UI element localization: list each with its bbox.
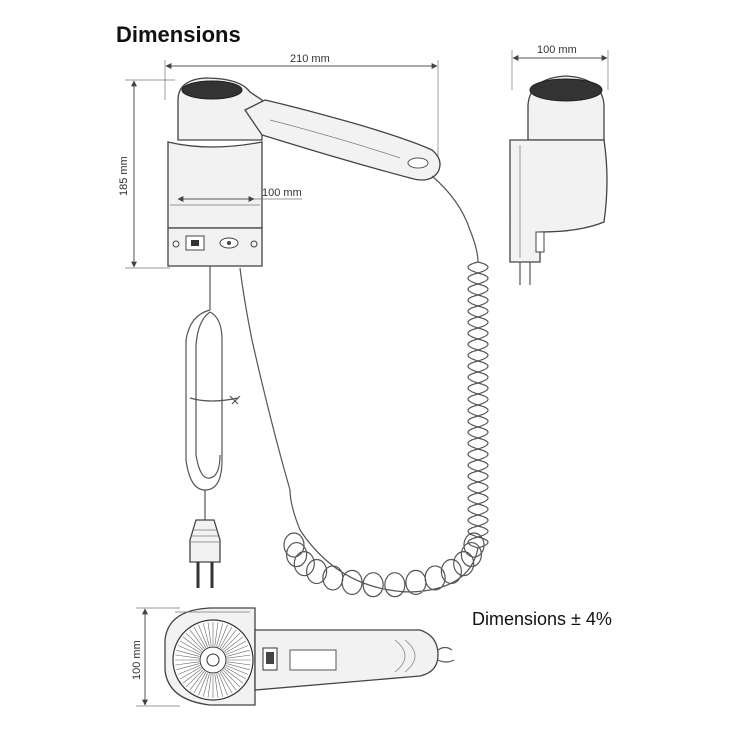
grille-ray bbox=[226, 663, 250, 671]
cable-tie-icon bbox=[189, 397, 239, 402]
grille-ray bbox=[189, 670, 205, 691]
grille-ray bbox=[223, 636, 244, 652]
label-window-icon bbox=[289, 649, 337, 671]
grille-ray bbox=[216, 623, 224, 647]
dryer-handle-top bbox=[254, 629, 439, 691]
grille-ray bbox=[182, 636, 203, 652]
grille-ray bbox=[224, 666, 247, 680]
grille-ray bbox=[214, 673, 219, 698]
front-width-label: 210 mm bbox=[290, 53, 330, 65]
grille-ray bbox=[177, 665, 201, 675]
tolerance-note: Dimensions ± 4% bbox=[472, 609, 612, 629]
grille-ray bbox=[202, 673, 210, 697]
grille-ray bbox=[176, 663, 200, 671]
top-view: 100 mm bbox=[131, 607, 455, 707]
grille-ray bbox=[221, 670, 237, 691]
top-height-label: 100 mm bbox=[131, 640, 143, 680]
spiral-cord-lead bbox=[431, 175, 479, 263]
page-title: Dimensions bbox=[116, 22, 241, 47]
grille-ray bbox=[179, 666, 202, 680]
front-depth-label: 100 mm bbox=[262, 187, 302, 199]
front-view: 210 mm 185 mm 100 mm bbox=[118, 53, 489, 598]
grille-ray bbox=[185, 669, 204, 688]
grille-ray bbox=[193, 671, 207, 694]
grille-ray bbox=[221, 629, 237, 650]
grille-ray bbox=[218, 672, 228, 696]
grille-ray bbox=[226, 654, 251, 659]
grille-ray bbox=[225, 665, 249, 675]
grille-ray bbox=[226, 649, 250, 657]
power-plug-icon bbox=[189, 519, 221, 563]
grille-ray bbox=[219, 671, 233, 694]
front-height-label: 185 mm bbox=[118, 156, 130, 196]
grille-ray bbox=[222, 632, 241, 651]
grille-ray bbox=[182, 668, 203, 684]
grille-ray bbox=[216, 673, 224, 697]
grille-ray bbox=[218, 624, 228, 648]
grille-ray bbox=[207, 673, 212, 698]
side-cable bbox=[519, 262, 531, 285]
side-width-label: 100 mm bbox=[537, 44, 577, 56]
wall-holder-side bbox=[509, 139, 608, 263]
grille-ray bbox=[176, 649, 200, 657]
screw-icon bbox=[250, 240, 258, 248]
switch-panel-front bbox=[167, 227, 263, 267]
grille-ray bbox=[175, 654, 200, 659]
grille-ray bbox=[198, 624, 208, 648]
spiral-cord-return bbox=[239, 267, 291, 491]
side-switch-icon bbox=[535, 231, 545, 253]
grille-ray bbox=[175, 661, 200, 666]
grille-ray bbox=[177, 645, 201, 655]
grille-ray bbox=[219, 626, 233, 649]
wall-holder-front bbox=[167, 141, 263, 229]
grille-ray bbox=[226, 661, 251, 666]
side-view: 100 mm bbox=[509, 44, 609, 285]
top-cord-exit bbox=[437, 646, 455, 663]
grille-ray bbox=[189, 629, 205, 650]
grille-ray bbox=[225, 645, 249, 655]
spiral-cord-coil bbox=[283, 261, 489, 598]
grille-ray bbox=[223, 668, 244, 684]
handle-cord-exit-icon bbox=[407, 157, 429, 169]
grille-ray bbox=[179, 640, 202, 654]
grille-ray bbox=[202, 623, 210, 647]
air-intake-grille-icon bbox=[181, 80, 243, 100]
grille-ray bbox=[193, 626, 207, 649]
air-intake-grille-icon bbox=[529, 78, 603, 102]
grille-ray bbox=[198, 672, 208, 696]
grille-ray bbox=[214, 622, 219, 647]
screw-icon bbox=[172, 240, 180, 248]
grille-ray bbox=[207, 622, 212, 647]
grille-ray bbox=[224, 640, 247, 654]
grille-ray bbox=[222, 669, 241, 688]
grille-ray bbox=[185, 632, 204, 651]
